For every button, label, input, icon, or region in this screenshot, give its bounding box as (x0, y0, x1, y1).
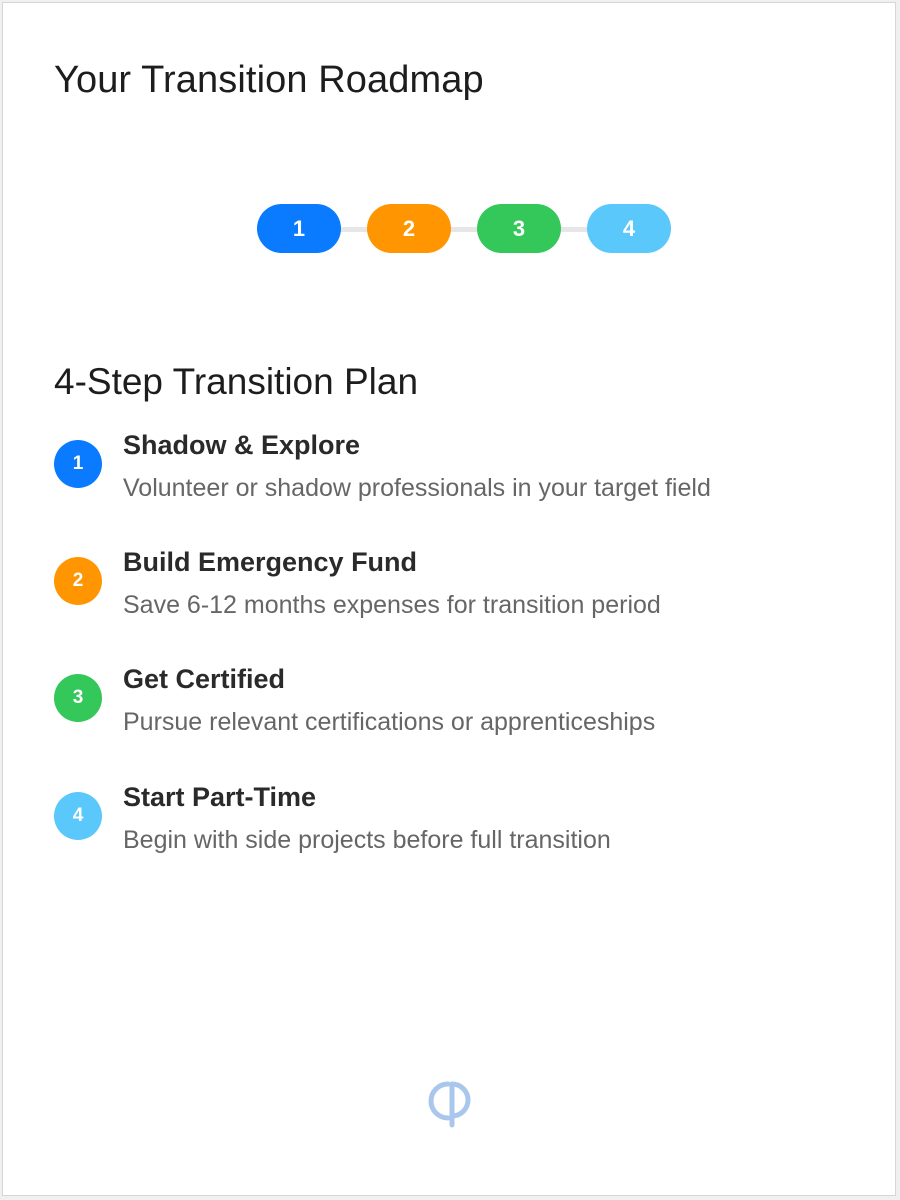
logo-stem-bowl (449, 1081, 471, 1128)
page-title: Your Transition Roadmap (54, 59, 484, 101)
logo-left-arc (428, 1081, 451, 1121)
plan-step-item: 2 Build Emergency Fund Save 6-12 months … (54, 547, 854, 637)
plan-step-item: 1 Shadow & Explore Volunteer or shadow p… (54, 430, 854, 520)
step-description: Pursue relevant certifications or appren… (123, 708, 656, 736)
progress-stepper: 1 2 3 4 (257, 204, 671, 254)
step-description: Volunteer or shadow professionals in you… (123, 474, 711, 502)
stepper-connector-line (297, 227, 631, 232)
plan-step-item: 4 Start Part-Time Begin with side projec… (54, 782, 854, 872)
step-title: Get Certified (123, 664, 286, 694)
step-title: Shadow & Explore (123, 430, 361, 460)
step-number-badge: 1 (54, 440, 102, 488)
step-number-badge: 3 (54, 674, 102, 722)
brand-logo-icon (428, 1081, 471, 1128)
step-title: Start Part-Time (123, 782, 317, 812)
step-description: Begin with side projects before full tra… (123, 826, 611, 854)
step-number-badge: 4 (54, 792, 102, 840)
step-description: Save 6-12 months expenses for transition… (123, 591, 661, 619)
stepper-step-4[interactable]: 4 (587, 204, 671, 253)
stepper-step-2[interactable]: 2 (367, 204, 451, 253)
plan-step-item: 3 Get Certified Pursue relevant certific… (54, 664, 854, 754)
section-title: 4-Step Transition Plan (54, 361, 419, 402)
stepper-step-3[interactable]: 3 (477, 204, 561, 253)
step-title: Build Emergency Fund (123, 547, 418, 577)
step-number-badge: 2 (54, 557, 102, 605)
stepper-step-1[interactable]: 1 (257, 204, 341, 253)
